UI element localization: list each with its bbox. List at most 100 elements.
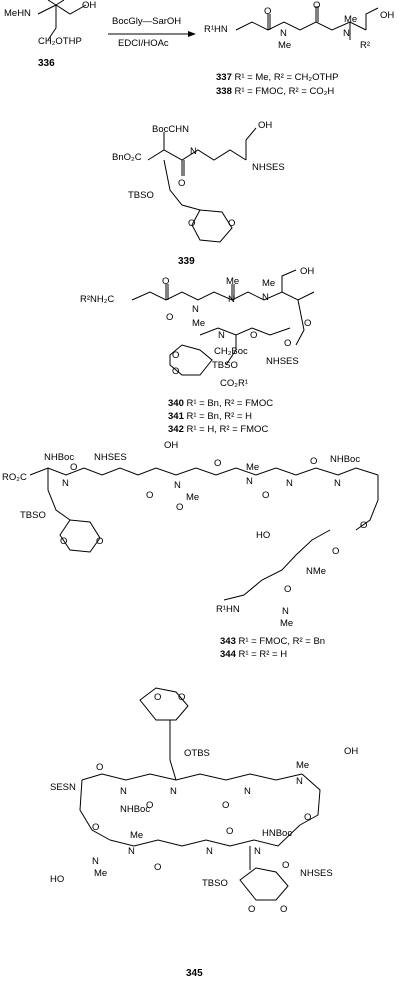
label-n-345-6: N bbox=[206, 846, 213, 857]
label-o-340-3: O bbox=[304, 318, 312, 329]
label-n-1: N bbox=[280, 28, 287, 39]
label-ro2c: RO₂C bbox=[2, 472, 27, 483]
label-o-ring-340-1: O bbox=[172, 350, 180, 361]
label-o-340-4: O bbox=[250, 330, 258, 341]
compound-336-bonds bbox=[37, 0, 87, 41]
label-o-345-4: O bbox=[92, 822, 100, 833]
label-n-345-4: N bbox=[296, 776, 303, 787]
label-o-345-5: O bbox=[304, 812, 312, 823]
caption-338: 338 R¹ = FMOC, R² = CO₂H bbox=[216, 86, 335, 97]
label-otbs-345: OTBS bbox=[184, 748, 210, 759]
label-o-345-2: O bbox=[146, 800, 154, 811]
label-nhboc-343-2: NHBoc bbox=[330, 454, 361, 465]
label-n-343-6: N bbox=[282, 606, 289, 617]
label-me-343-1: Me bbox=[186, 492, 200, 503]
label-n-345-5: N bbox=[128, 846, 135, 857]
label-n-343-4: N bbox=[286, 478, 293, 489]
caption-343: 343 R¹ = FMOC, R² = Bn bbox=[220, 636, 326, 647]
label-n-343-1: N bbox=[62, 478, 69, 489]
reagent-top: BocGly—SarOH bbox=[112, 16, 182, 27]
label-o-343-7: O bbox=[360, 520, 368, 531]
label-me-345-2: Me bbox=[130, 830, 144, 841]
label-o-345-ring-4: O bbox=[280, 904, 288, 915]
label-nhboc-343-1: NHBoc bbox=[44, 452, 75, 463]
label-nhses-343: NHSES bbox=[94, 452, 127, 463]
label-tbso-340: TBSO bbox=[212, 360, 238, 371]
label-n-339: N bbox=[190, 146, 197, 157]
compound-340-bonds bbox=[131, 269, 315, 376]
label-oh-340: OH bbox=[300, 266, 315, 277]
caption-337: 337 R¹ = Me, R² = CH₂OTHP bbox=[216, 72, 339, 83]
label-n-343-3: N bbox=[246, 476, 253, 487]
label-me-340-2: Me bbox=[262, 278, 276, 289]
label-o-2: O bbox=[313, 0, 321, 11]
caption-340: 340 R¹ = Bn, R² = FMOC bbox=[168, 398, 274, 409]
label-ch2othp: CH₂OTHP bbox=[38, 36, 82, 47]
label-o-343-3: O bbox=[214, 458, 222, 469]
label-o-1: O bbox=[264, 6, 272, 17]
compound-number-336: 336 bbox=[38, 58, 55, 69]
caption-341: 341 R¹ = Bn, R² = H bbox=[168, 411, 252, 422]
label-n-345-1: N bbox=[120, 786, 127, 797]
label-o-339: O bbox=[178, 178, 186, 189]
label-oh-345: OH bbox=[344, 746, 359, 757]
label-o-343-6: O bbox=[176, 502, 184, 513]
reaction-arrow bbox=[108, 31, 196, 37]
label-nme-343: NMe bbox=[306, 566, 327, 577]
label-r1hn-343: R¹HN bbox=[216, 604, 240, 615]
label-o-343-2: O bbox=[146, 490, 154, 501]
label-hnboc-345: HNBoc bbox=[262, 828, 293, 839]
label-o-345-7: O bbox=[226, 826, 234, 837]
label-o-345-ring-3: O bbox=[248, 904, 256, 915]
label-r2nh2c: R²NH₂C bbox=[80, 294, 115, 305]
label-o-ring-340-2: O bbox=[172, 366, 180, 377]
label-me-343-3: Me bbox=[280, 618, 294, 629]
label-ho-345: HO bbox=[50, 874, 65, 885]
caption-344: 344 R¹ = R² = H bbox=[220, 649, 288, 660]
label-oh-2: OH bbox=[380, 10, 395, 21]
label-o-ring-343-1: O bbox=[60, 536, 68, 547]
label-ch2boc: CH₂Boc bbox=[214, 346, 248, 357]
label-o-340-1: O bbox=[162, 276, 170, 287]
label-o-343-4: O bbox=[262, 490, 270, 501]
label-oh: OH bbox=[82, 0, 97, 11]
label-o-343-5: O bbox=[310, 456, 318, 467]
label-nhboc-345: NHBoc bbox=[120, 804, 151, 815]
label-n-340-1: N bbox=[192, 304, 199, 315]
label-o-343-8: O bbox=[332, 546, 340, 557]
label-o-345-8: O bbox=[282, 860, 290, 871]
label-me-340-3: Me bbox=[192, 318, 206, 329]
label-n-340-2: N bbox=[228, 294, 235, 305]
label-n-345-7: N bbox=[254, 846, 261, 857]
label-me-340-1: Me bbox=[226, 276, 240, 287]
label-o-ring-2: O bbox=[228, 218, 236, 229]
label-r1hn: R¹HN bbox=[204, 24, 228, 35]
label-o-345-1: O bbox=[96, 762, 104, 773]
label-me-1: Me bbox=[278, 40, 292, 51]
label-o-343-1: O bbox=[70, 462, 78, 473]
label-bno2c: BnO₂C bbox=[112, 152, 142, 163]
label-n-343-5: N bbox=[334, 478, 341, 489]
label-o-340-2: O bbox=[166, 312, 174, 323]
label-o-345-ring-1: O bbox=[154, 692, 162, 703]
label-oh-339: OH bbox=[258, 120, 273, 131]
caption-342: 342 R¹ = H, R² = FMOC bbox=[168, 424, 269, 435]
reagent-bottom: EDCI/HOAc bbox=[118, 38, 169, 49]
label-me-2: Me bbox=[344, 14, 358, 25]
label-o-340-5: O bbox=[284, 338, 292, 349]
label-bocchn: BocCHN bbox=[152, 124, 189, 135]
label-nhses-340: NHSES bbox=[266, 356, 299, 367]
label-n-345-2: N bbox=[170, 786, 177, 797]
compound-number-339: 339 bbox=[178, 256, 195, 267]
label-o-ring-343-2: O bbox=[96, 536, 104, 547]
label-o-345-6: O bbox=[154, 862, 162, 873]
label-n-345-8: N bbox=[92, 856, 99, 867]
compound-339-bonds bbox=[147, 127, 257, 243]
label-nhses-339: NHSES bbox=[252, 162, 285, 173]
label-n-2: N bbox=[343, 28, 350, 39]
label-o-345-3: O bbox=[222, 800, 230, 811]
compound-345-bonds bbox=[79, 687, 321, 901]
label-sesn: SESN bbox=[50, 782, 76, 793]
compound-343-bonds bbox=[29, 467, 379, 601]
